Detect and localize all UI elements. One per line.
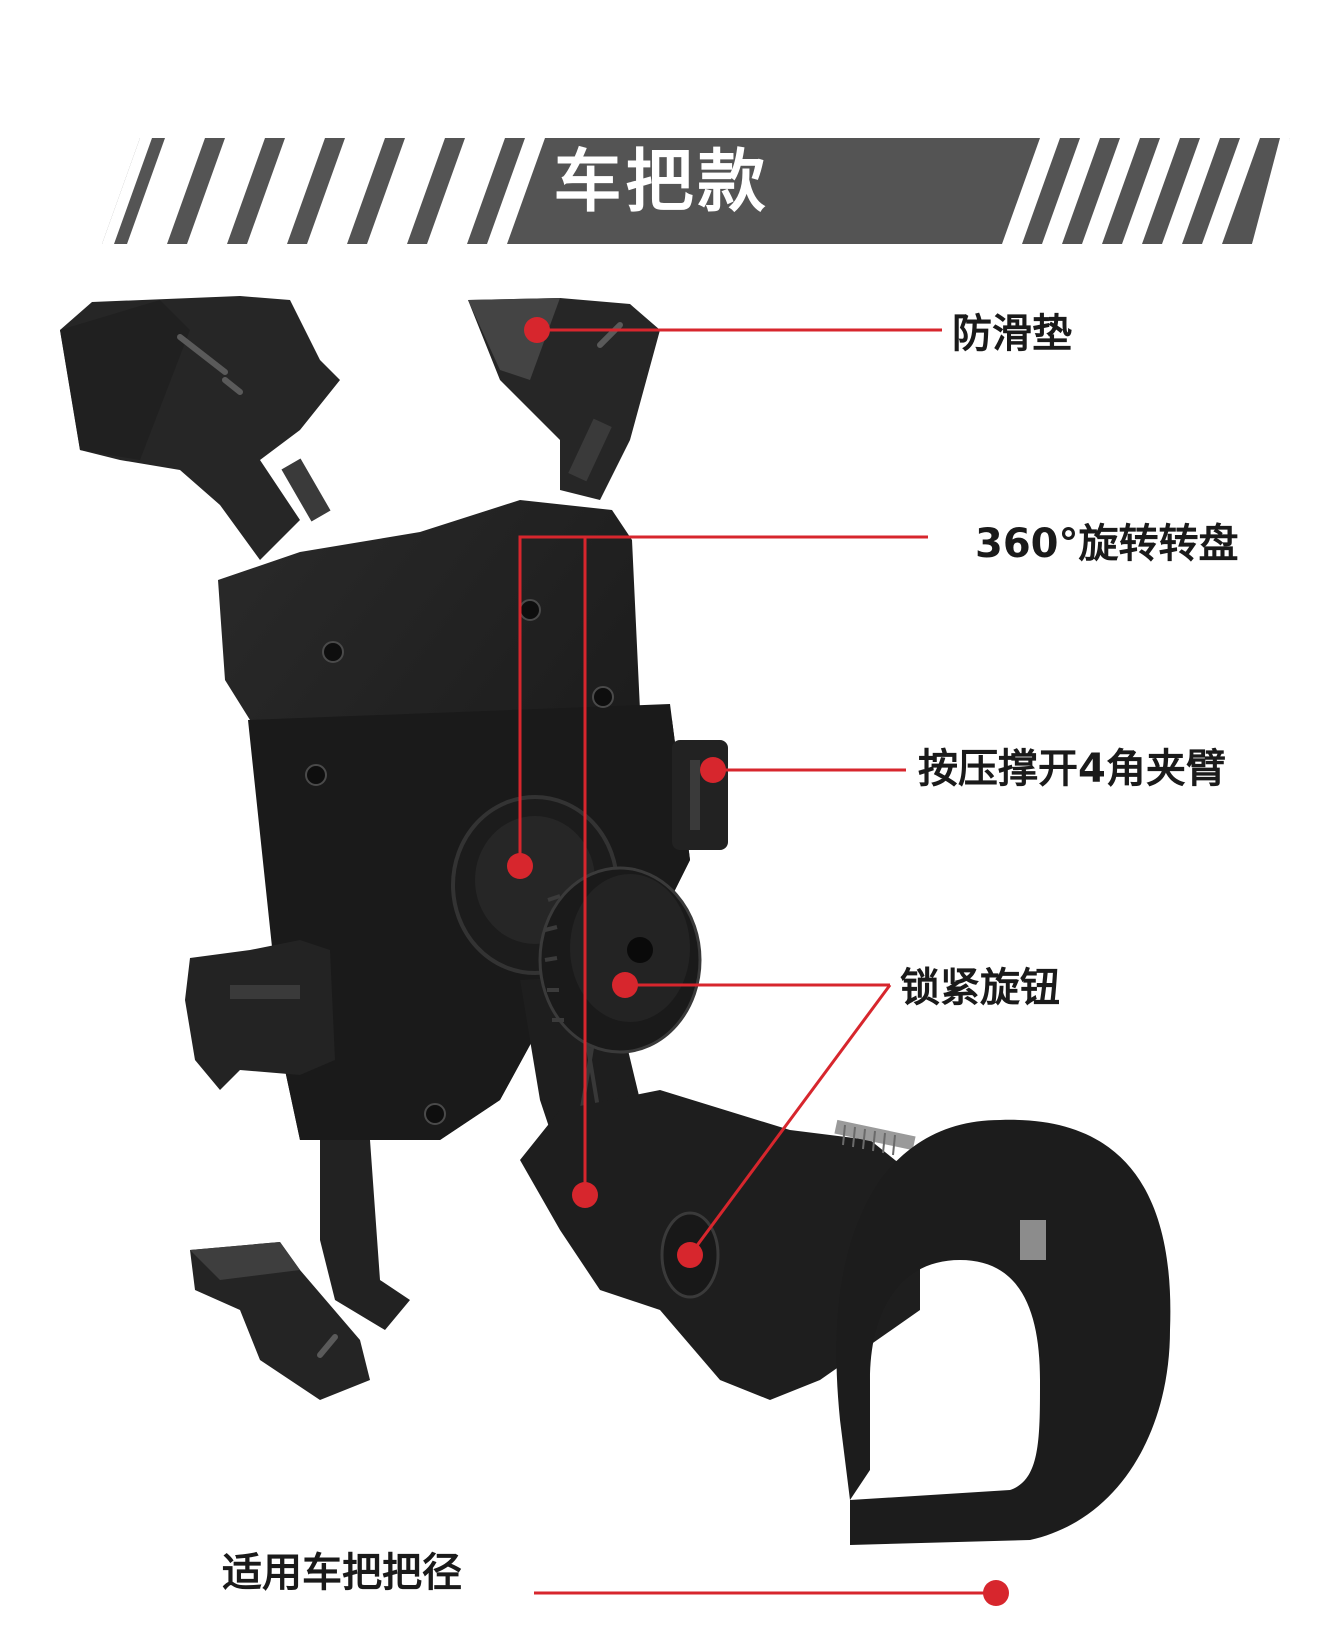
right-side-clamp-arm (672, 740, 728, 850)
top-right-grip (468, 298, 660, 500)
left-side-clamp-arm (185, 940, 335, 1090)
callout-label-anti-slip-pad: 防滑垫 (952, 311, 1072, 357)
banner-stripes-right (1002, 138, 1290, 244)
callout-label-handlebar-diameter: 适用车把把径 (222, 1550, 462, 1596)
callout-label-locking-knob: 锁紧旋钮 (900, 965, 1060, 1011)
callout-dots (507, 317, 1009, 1606)
locking-knob (538, 866, 702, 1054)
callout-label-four-corner-clamp-arm: 按压撑开4角夹臂 (918, 746, 1226, 792)
bottom-left-grip (190, 1242, 370, 1400)
callout-lines (518, 328, 996, 1595)
banner-stripes-left (102, 138, 545, 244)
bottom-right-grip (320, 1140, 410, 1330)
top-left-grip (60, 296, 340, 560)
handlebar-ring (836, 1119, 1171, 1545)
title-banner (102, 138, 1290, 244)
banner-title: 车把款 (553, 143, 770, 222)
callout-label-360-rotating-turntable: 360°旋转转盘 (975, 521, 1239, 567)
